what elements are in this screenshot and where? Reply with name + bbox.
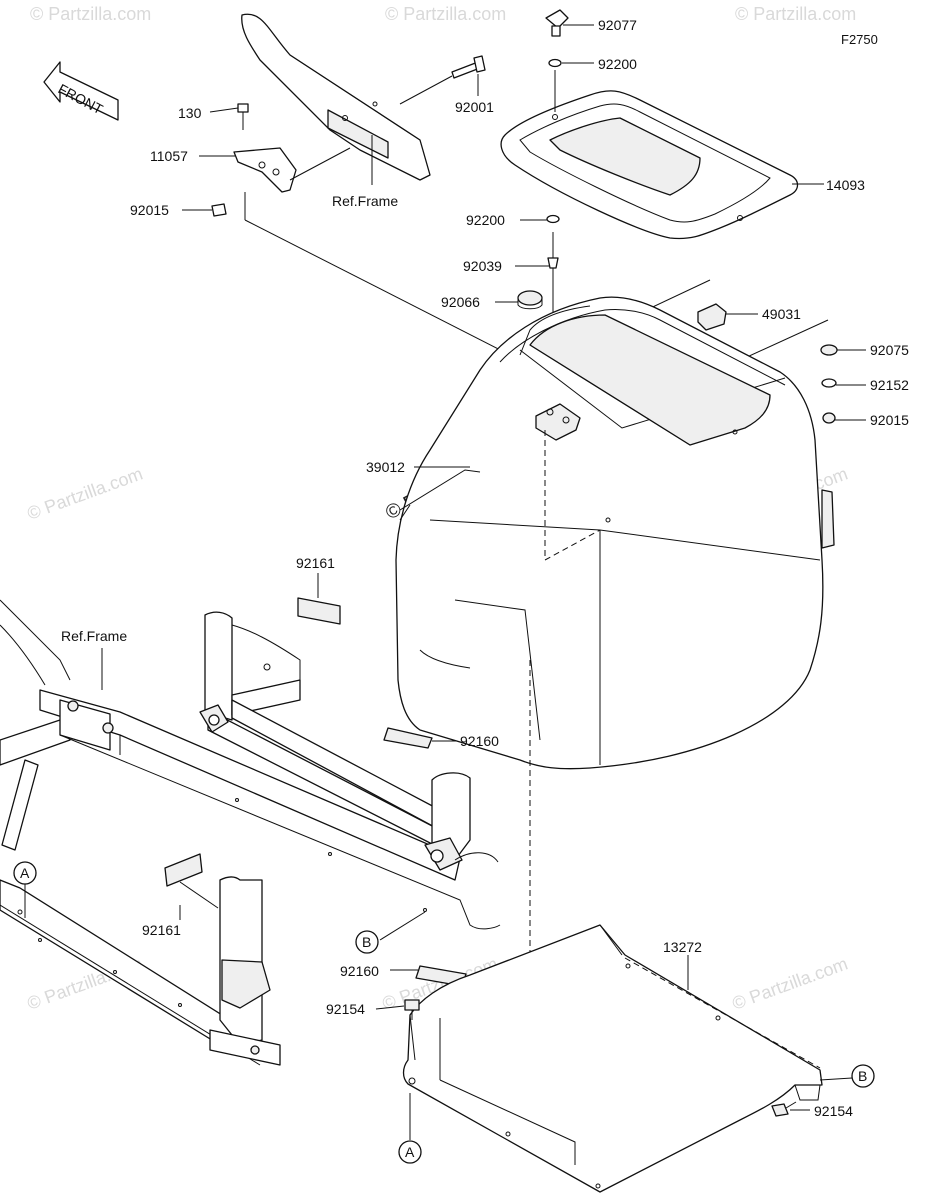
ref-frame-label-top: Ref.Frame [332, 193, 398, 209]
pad-92161-top [297, 597, 341, 625]
part-label-92001: 92001 [455, 99, 494, 115]
part-label-92075: 92075 [870, 342, 909, 358]
collar-92152 [821, 378, 837, 388]
part-label-11057: 11057 [150, 148, 188, 164]
latch-49031 [697, 303, 727, 331]
pad-92160-mid [383, 727, 433, 749]
part-label-92161-bottom: 92161 [142, 922, 181, 938]
front-arrow: FRONT [43, 61, 119, 121]
watermark-text: © Partzilla.com [30, 4, 151, 24]
upper-frame [241, 13, 431, 185]
part-label-92160-mid: 92160 [460, 733, 499, 749]
part-labels: 92077 92200 92001 130 11057 92015 14093 … [130, 17, 909, 1119]
callout-b-mid-text: B [362, 934, 371, 950]
nut-92015 [211, 203, 227, 217]
part-label-92161-top: 92161 [296, 555, 335, 571]
callout-a-left-text: A [20, 865, 30, 881]
callout-a-left: A [13, 861, 37, 885]
bracket-11057 [233, 147, 297, 193]
nut-92015-right [822, 412, 836, 424]
part-label-92066: 92066 [441, 294, 480, 310]
cap-92066 [517, 290, 543, 310]
callout-b-right-text: B [858, 1068, 867, 1084]
leader-lines [24, 24, 866, 1140]
watermark-text: © Partzilla.com [385, 4, 506, 24]
callout-a-bottom-text: A [405, 1144, 415, 1160]
part-label-49031: 49031 [762, 306, 801, 322]
part-label-92200-top: 92200 [598, 56, 637, 72]
part-label-13272: 13272 [663, 939, 702, 955]
key-92077 [545, 9, 569, 37]
bolt-92001 [399, 55, 486, 105]
callout-b-mid: B [355, 930, 379, 954]
watermark-text: © Partzilla.com [735, 4, 856, 24]
ref-frame-label-bottom: Ref.Frame [61, 628, 127, 644]
bolt-92154-left [404, 999, 420, 1020]
washer-92200-top [548, 58, 562, 68]
watermark-text: © Partzilla.com [25, 463, 146, 523]
part-label-92077: 92077 [598, 17, 637, 33]
part-label-92200-bottom: 92200 [466, 212, 505, 228]
callout-a-bottom: A [398, 1140, 422, 1164]
part-label-130: 130 [178, 105, 202, 121]
lid-14093 [500, 90, 799, 240]
pin-92039 [547, 232, 559, 320]
part-label-14093: 14093 [826, 177, 865, 193]
part-label-92015-left: 92015 [130, 202, 169, 218]
grommet-92075 [820, 344, 838, 356]
part-label-92015-right: 92015 [870, 412, 909, 428]
callout-b-right: B [851, 1064, 875, 1088]
watermark-text: © Partzilla.com [730, 953, 851, 1013]
skid-plate-13272 [402, 924, 823, 1193]
bolt-130 [237, 103, 249, 130]
part-label-92160-bottom: 92160 [340, 963, 379, 979]
pad-92161-bottom [164, 853, 203, 887]
part-label-39012: 39012 [366, 459, 405, 475]
washer-92200-bottom [546, 214, 560, 224]
bolt-92154-right [771, 1101, 797, 1117]
part-label-92039: 92039 [463, 258, 502, 274]
lower-frame [0, 599, 501, 1066]
cargo-box-39012 [395, 296, 835, 770]
part-label-92154-left: 92154 [326, 1001, 365, 1017]
part-label-92154-right: 92154 [814, 1103, 853, 1119]
part-label-92152: 92152 [870, 377, 909, 393]
diagram-code: F2750 [841, 32, 878, 47]
